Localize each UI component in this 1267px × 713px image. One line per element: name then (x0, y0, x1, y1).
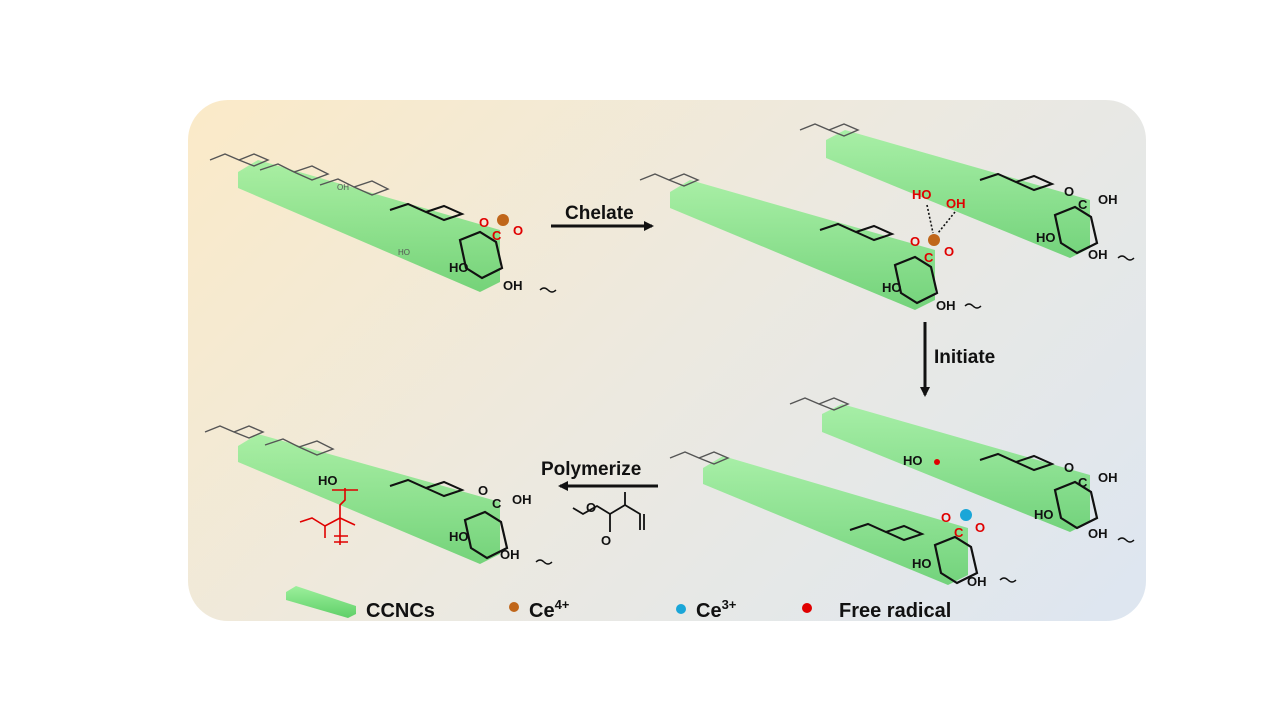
carboxyl-c: C (954, 525, 964, 540)
oh-label: OH (1098, 470, 1118, 485)
step-label-chelate: Chelate (565, 203, 634, 224)
hydroxyl-ho: HO (912, 187, 932, 202)
step-label-polymerize: Polymerize (541, 459, 641, 480)
coordination-bond (937, 211, 956, 234)
oh-label: OH (503, 278, 523, 293)
ho-label: HO (912, 556, 932, 571)
legend-ccnc-swatch (286, 586, 356, 618)
legend-label-ccncs: CCNCs (366, 600, 435, 622)
oh-label: OH (936, 298, 956, 313)
carboxyl-c: C (924, 250, 934, 265)
ce4-ion (928, 234, 940, 246)
ccnc-rod (703, 456, 968, 585)
legend-ce4-swatch (509, 602, 519, 612)
pmma-graft (299, 488, 358, 545)
ccnc-molecule-start: OH HO HO OH O C O (209, 153, 557, 293)
legend-ce3-swatch (676, 604, 686, 614)
oh-label: OH (337, 183, 349, 192)
legend-radical-swatch (802, 603, 812, 613)
carboxyl-o: O (1064, 184, 1074, 199)
legend-label-ce3: Ce3+ (696, 597, 737, 622)
free-radical-dot (934, 459, 940, 465)
ho-label: HO (882, 280, 902, 295)
carboxyl-c: C (492, 228, 502, 243)
ho-label: HO (1036, 230, 1056, 245)
carboxyl-o: O (479, 215, 489, 230)
carboxyl-o: O (1064, 460, 1074, 475)
carboxyl-o: O (478, 483, 488, 498)
ho-label: HO (1034, 507, 1054, 522)
carboxyl-o: O (941, 510, 951, 525)
ho-label: HO (449, 529, 469, 544)
carboxyl-c: C (1078, 197, 1088, 212)
carbonyl-o: O (601, 533, 611, 548)
carboxyl-o: O (975, 520, 985, 535)
ho-label: HO (903, 453, 923, 468)
cellulose-chain (639, 123, 1135, 309)
monomer-structure (572, 492, 645, 532)
oh-label: OH (512, 492, 532, 507)
cellulose-chain (669, 397, 1135, 585)
oh-label: OH (1088, 526, 1108, 541)
ccnc-molecule-chelated: HO OH HO OH O C OH HO OH O C O (639, 123, 1135, 313)
ho-label: HO (318, 473, 338, 488)
carboxyl-c: C (1078, 475, 1088, 490)
legend-label-free-radical: Free radical (839, 600, 951, 622)
hydroxyl-oh: OH (946, 196, 966, 211)
step-label-initiate: Initiate (934, 347, 995, 368)
carboxyl-o: O (910, 234, 920, 249)
ccnc-rod (826, 130, 1090, 258)
oh-label: OH (967, 574, 987, 589)
ccnc-molecule-initiated: HO HO OH HO OH O C OH O C O (669, 397, 1135, 589)
ccnc-rod (238, 434, 500, 564)
carboxyl-o: O (513, 223, 523, 238)
carboxyl-c: C (492, 496, 502, 511)
oh-label: OH (500, 547, 520, 562)
ccnc-rod (822, 404, 1090, 532)
ccnc-rod (670, 180, 935, 310)
ccnc-molecule-grafted: HO HO OH O C OH (204, 425, 553, 565)
legend: CCNCs Ce4+ Ce3+ Free radical (286, 586, 951, 622)
cellulose-chain (204, 425, 553, 565)
oh-label: OH (1098, 192, 1118, 207)
carboxyl-o: O (944, 244, 954, 259)
cellulose-chain (209, 153, 557, 293)
ho-label: HO (449, 260, 469, 275)
ce4-ion (497, 214, 509, 226)
legend-label-ce4: Ce4+ (529, 597, 570, 622)
ester-o: O (586, 500, 596, 515)
coordination-bond (926, 204, 934, 234)
ccnc-rod (238, 160, 500, 292)
ce3-ion (960, 509, 972, 521)
ho-label: HO (398, 248, 410, 257)
oh-label: OH (1088, 247, 1108, 262)
